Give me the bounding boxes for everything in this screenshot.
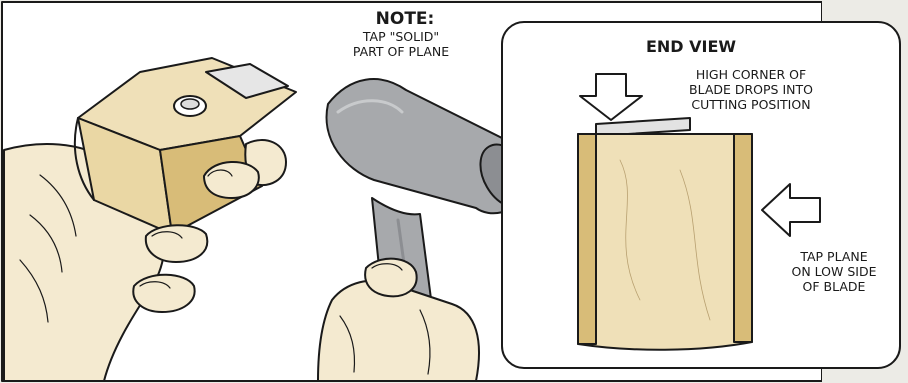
end-view-block xyxy=(578,134,752,350)
note-title: NOTE: xyxy=(330,9,480,29)
note-body: TAP "SOLID" PART OF PLANE xyxy=(316,30,486,60)
end-view-title: END VIEW xyxy=(606,38,776,57)
tap-note: TAP PLANE ON LOW SIDE OF BLADE xyxy=(774,250,894,294)
blade-note: HIGH CORNER OF BLADE DROPS INTO CUTTING … xyxy=(656,68,846,112)
